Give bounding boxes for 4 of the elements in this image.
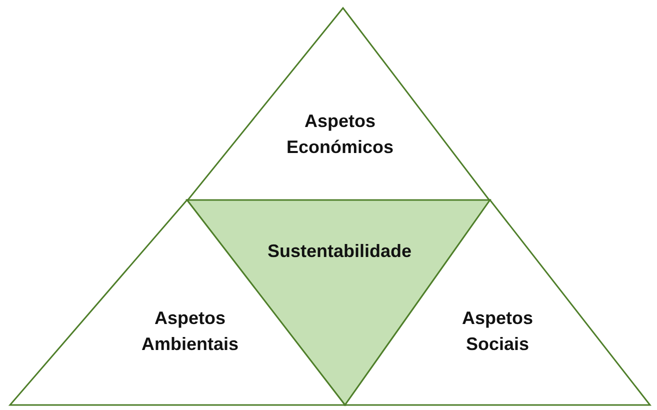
- section-label: Aspetos Sociais: [460, 307, 534, 356]
- section-label: Aspetos Económicos: [285, 110, 395, 159]
- section-label: Aspetos Ambientais: [140, 307, 240, 356]
- section-label: Sustentabilidade: [266, 240, 413, 263]
